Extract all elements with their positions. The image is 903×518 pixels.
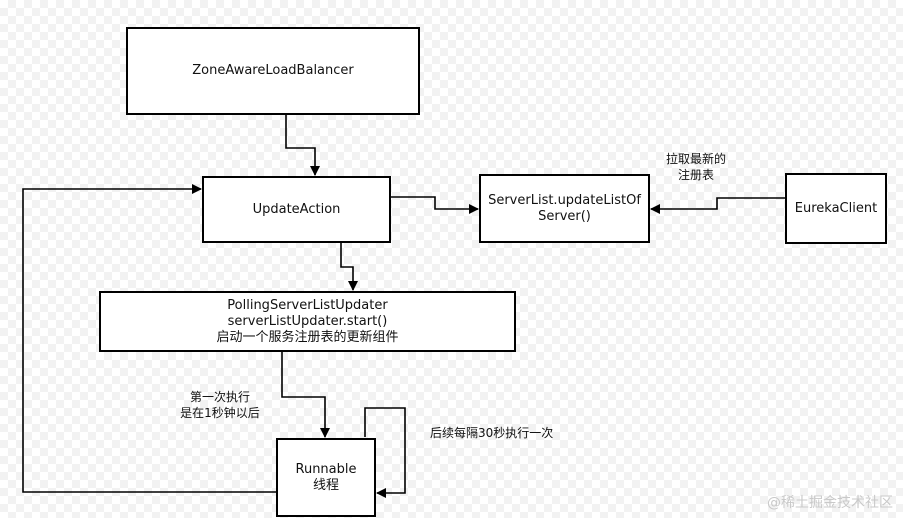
edge-runnable-back-to-updateaction <box>22 184 276 493</box>
update-action-label: UpdateAction <box>252 201 341 217</box>
server-list-update-node: ServerList.updateListOf Server() <box>479 174 650 243</box>
edge-polling-to-runnable <box>281 351 330 438</box>
polling-updater-line2: serverListUpdater.start() <box>227 313 388 329</box>
edge-runnable-self-loop <box>364 407 406 498</box>
first-run-edge-label: 第一次执行 是在1秒钟以后 <box>168 389 272 421</box>
polling-server-list-updater-node: PollingServerListUpdater serverListUpdat… <box>99 291 516 352</box>
fetch-registry-edge-label: 拉取最新的 注册表 <box>655 151 737 183</box>
edge-updateaction-to-polling <box>340 242 358 291</box>
update-action-node: UpdateAction <box>202 176 391 243</box>
polling-updater-line1: PollingServerListUpdater <box>227 297 388 313</box>
repeat-edge-label: 后续每隔30秒执行一次 <box>430 425 553 441</box>
edge-updateaction-to-serverlist <box>390 196 479 214</box>
runnable-line1: Runnable <box>295 461 357 477</box>
polling-updater-line3: 启动一个服务注册表的更新组件 <box>216 329 399 345</box>
watermark: @稀土掘金技术社区 <box>767 495 893 511</box>
first-run-line2: 是在1秒钟以后 <box>180 406 260 420</box>
zone-aware-load-balancer-node: ZoneAwareLoadBalancer <box>126 27 420 115</box>
repeat-text: 后续每隔30秒执行一次 <box>430 426 554 440</box>
server-list-update-line2: Server() <box>538 208 591 224</box>
runnable-thread-node: Runnable 线程 <box>276 438 376 517</box>
server-list-update-line1: ServerList.updateListOf <box>488 192 641 208</box>
edge-eureka-to-serverlist <box>650 197 785 214</box>
zone-aware-load-balancer-label: ZoneAwareLoadBalancer <box>192 63 354 78</box>
fetch-registry-line1: 拉取最新的 <box>665 152 726 166</box>
edge-balancer-to-updateaction <box>285 114 320 176</box>
eureka-client-label: EurekaClient <box>794 200 878 216</box>
first-run-line1: 第一次执行 <box>189 390 250 404</box>
eureka-client-node: EurekaClient <box>785 173 887 244</box>
fetch-registry-line2: 注册表 <box>677 168 714 182</box>
runnable-line2: 线程 <box>312 477 339 493</box>
